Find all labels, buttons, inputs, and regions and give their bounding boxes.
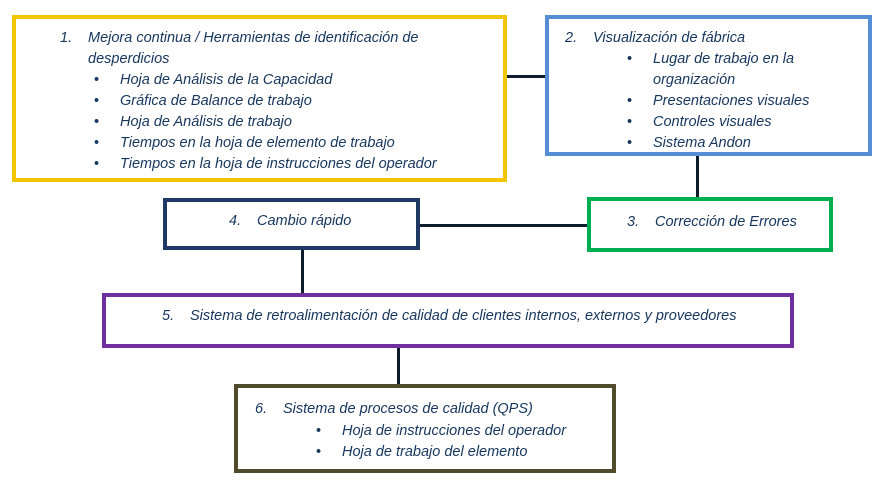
list-item: • Hoja de Análisis de trabajo <box>94 112 500 133</box>
box-visualizacion-fabrica: 2. Visualización de fábrica • Lugar de tr… <box>545 15 872 156</box>
list-item-text: Gráfica de Balance de trabajo <box>120 93 312 109</box>
connector-5-6 <box>397 346 400 386</box>
box1-title: Mejora continua / Herramientas de identi… <box>88 28 498 70</box>
box-procesos-calidad: 6. Sistema de procesos de calidad (QPS) … <box>234 384 616 473</box>
list-item: • Hoja de instrucciones del operador <box>316 421 602 442</box>
list-item: • Presentaciones visuales <box>627 91 853 112</box>
bullet: • <box>627 135 633 151</box>
connector-2-3 <box>696 152 699 198</box>
box6-number: 6. <box>255 401 268 417</box>
list-item-text: Hoja de instrucciones del operador <box>342 423 567 439</box>
list-item-text: Controles visuales <box>653 114 772 130</box>
box3-title: Corrección de Errores <box>655 214 797 230</box>
connector-4-5 <box>301 248 304 294</box>
box1-number: 1. <box>60 30 73 46</box>
bullet: • <box>627 51 633 67</box>
box2-title: Visualización de fábrica <box>593 30 746 46</box>
box6-title: Sistema de procesos de calidad (QPS) <box>283 401 533 417</box>
list-item: • Hoja de trabajo del elemento <box>316 442 602 463</box>
list-item: • Hoja de Análisis de la Capacidad <box>94 70 500 91</box>
box-mejora-continua: 1. Mejora continua / Herramientas de ide… <box>12 15 507 182</box>
list-item: • Controles visuales <box>627 112 853 133</box>
list-item-text: Sistema Andon <box>653 135 751 151</box>
bullet: • <box>316 423 322 439</box>
box1-title-line1: Mejora continua / Herramientas de identi… <box>88 30 419 46</box>
list-item-text: Presentaciones visuales <box>653 93 810 109</box>
box2-number: 2. <box>565 30 578 46</box>
box2-list: • Lugar de trabajo en la organización • Pr… <box>627 49 853 152</box>
box3-number: 3. <box>627 214 640 230</box>
box5-title: Sistema de retroalimentación de calidad … <box>190 308 737 324</box>
box4-number: 4. <box>229 213 242 229</box>
bullet: • <box>94 135 100 151</box>
bullet: • <box>94 114 100 130</box>
bullet: • <box>627 93 633 109</box>
list-item-text: Hoja de trabajo del elemento <box>342 444 528 460</box>
box4-title: Cambio rápido <box>257 213 352 229</box>
list-item: • Lugar de trabajo en la organización <box>627 49 853 91</box>
box6-list: • Hoja de instrucciones del operador • Hoj… <box>316 421 602 463</box>
list-item-text: Hoja de Análisis de la Capacidad <box>120 72 333 88</box>
list-item: • Sistema Andon <box>627 133 853 152</box>
box1-list: • Hoja de Análisis de la Capacidad • Gráfi… <box>94 70 500 175</box>
bullet: • <box>94 72 100 88</box>
list-item-text: Tiempos en la hoja de instrucciones del … <box>120 156 437 172</box>
list-item-text: Lugar de trabajo en la organización <box>653 51 795 88</box>
bullet: • <box>94 156 100 172</box>
list-item: • Tiempos en la hoja de instrucciones del… <box>94 154 500 175</box>
bullet: • <box>627 114 633 130</box>
list-item: • Gráfica de Balance de trabajo <box>94 91 500 112</box>
list-item-text: Tiempos en la hoja de elemento de trabaj… <box>120 135 395 151</box>
list-item-text: Hoja de Análisis de trabajo <box>120 114 292 130</box>
connector-1-2 <box>504 75 548 78</box>
box1-title-line2: desperdicios <box>88 51 170 67</box>
box-cambio-rapido: 4. Cambio rápido <box>163 198 420 250</box>
bullet: • <box>316 444 322 460</box>
box-retroalimentacion-calidad: 5. Sistema de retroalimentación de calid… <box>102 293 794 348</box>
connector-4-3 <box>418 224 590 227</box>
box5-number: 5. <box>162 308 175 324</box>
list-item: • Tiempos en la hoja de elemento de traba… <box>94 133 500 154</box>
bullet: • <box>94 93 100 109</box>
box-correccion-errores: 3. Corrección de Errores <box>587 197 833 252</box>
